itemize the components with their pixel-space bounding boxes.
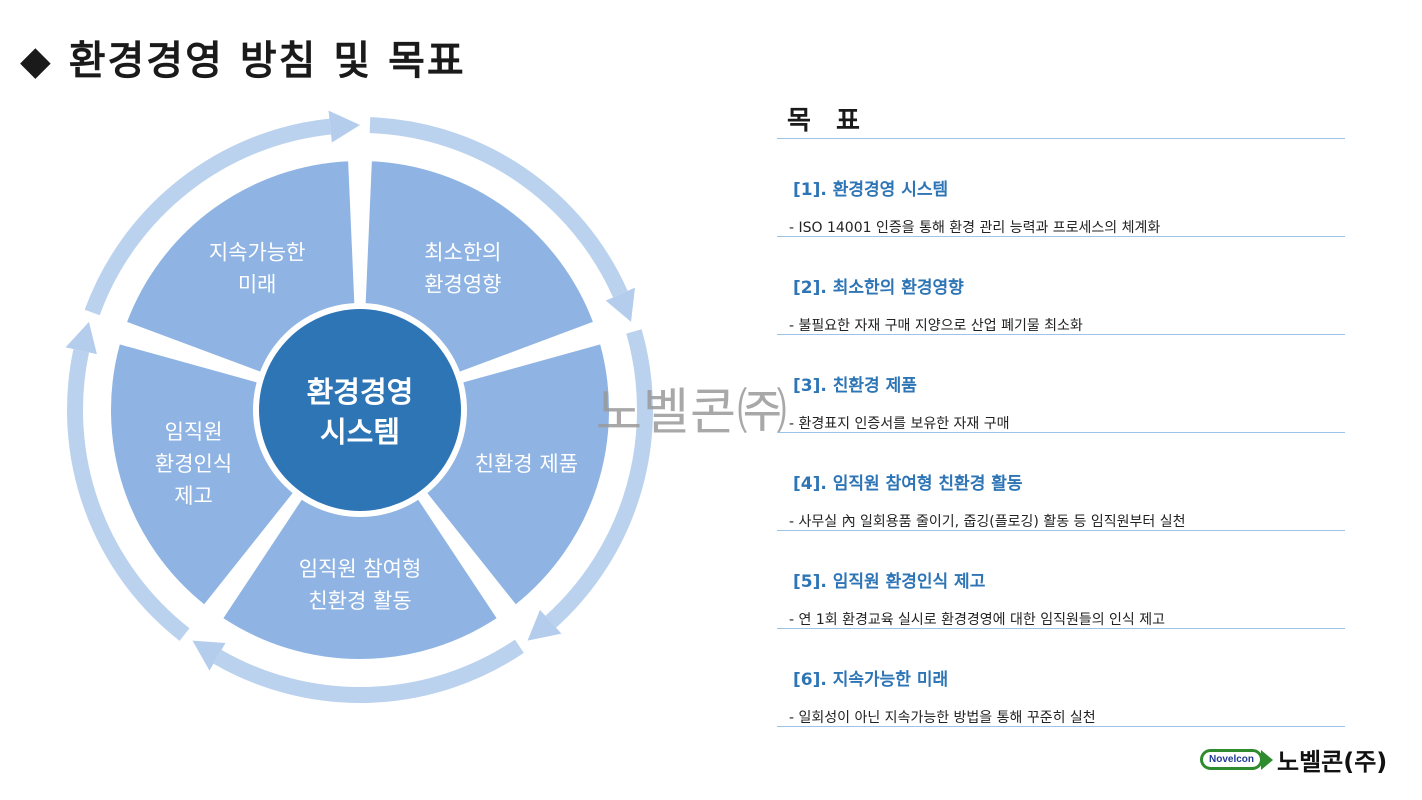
goal-divider — [777, 334, 1345, 335]
cycle-segment-label: 지속가능한 — [209, 240, 306, 264]
center-label: 시스템 — [320, 415, 400, 449]
cycle-arrow-icon — [192, 640, 226, 671]
cycle-segment-label: 임직원 참여형 — [299, 557, 422, 581]
goal-description: - 연 1회 환경교육 실시로 환경경영에 대한 임직원들의 인식 제고 — [789, 612, 1166, 628]
cycle-segment-label: 임직원 — [165, 420, 223, 444]
goal-item: [4]. 임직원 참여형 친환경 활동 - 사무실 內 일회용품 줄이기, 줍깅(… — [777, 433, 1345, 531]
page-title: ◆ 환경경영 방침 및 목표 — [20, 28, 466, 86]
cycle-segment-label: 제고 — [174, 484, 213, 508]
page-title-text: ◆ 환경경영 방침 및 목표 — [20, 38, 466, 84]
cycle-segment-label: 친환경 활동 — [308, 589, 411, 613]
goal-list: [1]. 환경경영 시스템 - ISO 14001 인증을 통해 환경 관리 능력… — [777, 139, 1345, 727]
logo-name: 노벨콘(주) — [1277, 748, 1388, 776]
cycle-segment-label: 환경인식 — [155, 452, 232, 476]
cycle-ring-arc — [369, 117, 628, 298]
cycle-arrow-icon — [328, 110, 360, 143]
goal-divider — [777, 530, 1345, 531]
cycle-segment-label: 친환경 제품 — [475, 452, 578, 476]
logo-mark: Novelcon — [1200, 749, 1264, 770]
goal-item: [2]. 최소한의 환경영향 - 불필요한 자재 구매 지양으로 산업 폐기물 최… — [777, 237, 1345, 335]
center-label: 환경경영 — [307, 375, 414, 409]
cycle-ring-arc — [213, 639, 524, 703]
goal-divider — [777, 236, 1345, 237]
goal-divider — [777, 628, 1345, 629]
goal-description: - 환경표지 인증서를 보유한 자재 구매 — [789, 416, 1010, 432]
company-logo: Novelcon 노벨콘(주) — [1200, 742, 1387, 777]
goal-description: - ISO 14001 인증을 통해 환경 관리 능력과 프로세스의 체계화 — [789, 220, 1161, 236]
goal-heading: [5]. 임직원 환경인식 제고 — [793, 572, 986, 592]
goal-heading: [1]. 환경경영 시스템 — [793, 180, 949, 200]
center-circle — [259, 309, 461, 511]
goal-divider — [777, 726, 1345, 727]
cycle-arrow-icon — [65, 321, 97, 355]
cycle-ring-arc — [84, 118, 332, 316]
cycle-ring-arc — [545, 329, 653, 628]
cycle-ring-arc — [67, 349, 190, 641]
cycle-segment-label: 미래 — [238, 272, 277, 296]
cycle-arrow-icon — [527, 609, 562, 641]
goals-title: 목 표 — [777, 100, 1345, 139]
goal-description: - 일회성이 아닌 지속가능한 방법을 통해 꾸준히 실천 — [789, 710, 1096, 726]
cycle-segment-label: 최소한의 — [424, 240, 501, 264]
cycle-segment-label: 환경영향 — [424, 272, 501, 296]
watermark: 노벨콘㈜ — [596, 383, 788, 441]
goal-heading: [2]. 최소한의 환경영향 — [793, 278, 964, 298]
goal-heading: [3]. 친환경 제품 — [793, 376, 917, 396]
goal-description: - 사무실 內 일회용품 줄이기, 줍깅(플로깅) 활동 등 임직원부터 실천 — [789, 514, 1186, 530]
goal-item: [1]. 환경경영 시스템 - ISO 14001 인증을 통해 환경 관리 능력… — [777, 139, 1345, 237]
goal-divider — [777, 432, 1345, 433]
goal-heading: [6]. 지속가능한 미래 — [793, 670, 949, 690]
cycle-arrow-icon — [605, 287, 635, 322]
goal-item: [6]. 지속가능한 미래 - 일회성이 아닌 지속가능한 방법을 통해 꾸준히 … — [777, 629, 1345, 727]
goal-description: - 불필요한 자재 구매 지양으로 산업 폐기물 최소화 — [789, 318, 1083, 334]
goal-item: [3]. 친환경 제품 - 환경표지 인증서를 보유한 자재 구매 — [777, 335, 1345, 433]
goal-item: [5]. 임직원 환경인식 제고 - 연 1회 환경교육 실시로 환경경영에 대한… — [777, 531, 1345, 629]
logo-arrow-icon — [1261, 749, 1274, 770]
goal-heading: [4]. 임직원 참여형 친환경 활동 — [793, 474, 1023, 494]
goals-panel: 목 표 [1]. 환경경영 시스템 - ISO 14001 인증을 통해 환경 관… — [777, 100, 1345, 727]
